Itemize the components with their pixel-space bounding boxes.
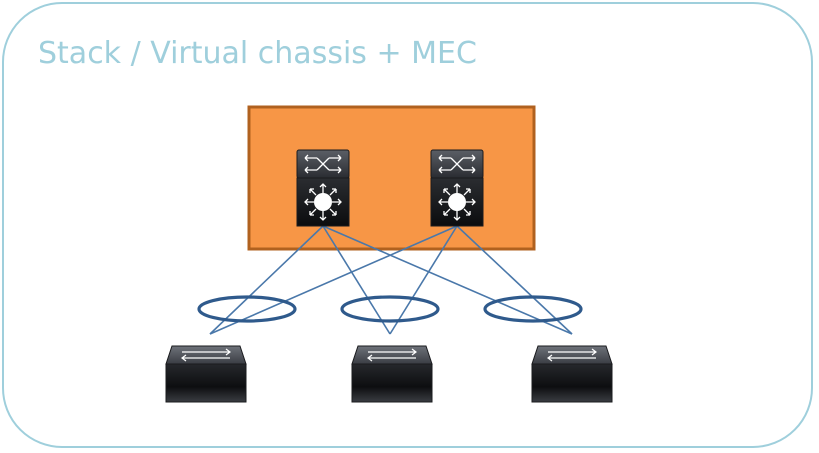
- mec-bundle-ring-2: [340, 295, 440, 323]
- mec-bundle-ring-3: [483, 295, 583, 323]
- virtual-chassis-box: [247, 105, 536, 251]
- link-core1-access1: [209, 225, 324, 335]
- layer3-switch-icon: [296, 149, 350, 227]
- links: [209, 225, 573, 335]
- link-core2-access2: [389, 225, 458, 335]
- link-core2-access3: [456, 225, 573, 335]
- workgroup-switch-icon: [531, 345, 613, 403]
- workgroup-switch-icon: [351, 345, 433, 403]
- link-core1-access2: [322, 225, 391, 335]
- link-core1-access3: [322, 225, 573, 335]
- layer3-switch-icon: [430, 149, 484, 227]
- diagram-title: Stack / Virtual chassis + MEC: [38, 36, 477, 71]
- link-core2-access1: [209, 225, 458, 335]
- workgroup-switch-icon: [165, 345, 247, 403]
- mec-bundle-ring-1: [197, 295, 297, 323]
